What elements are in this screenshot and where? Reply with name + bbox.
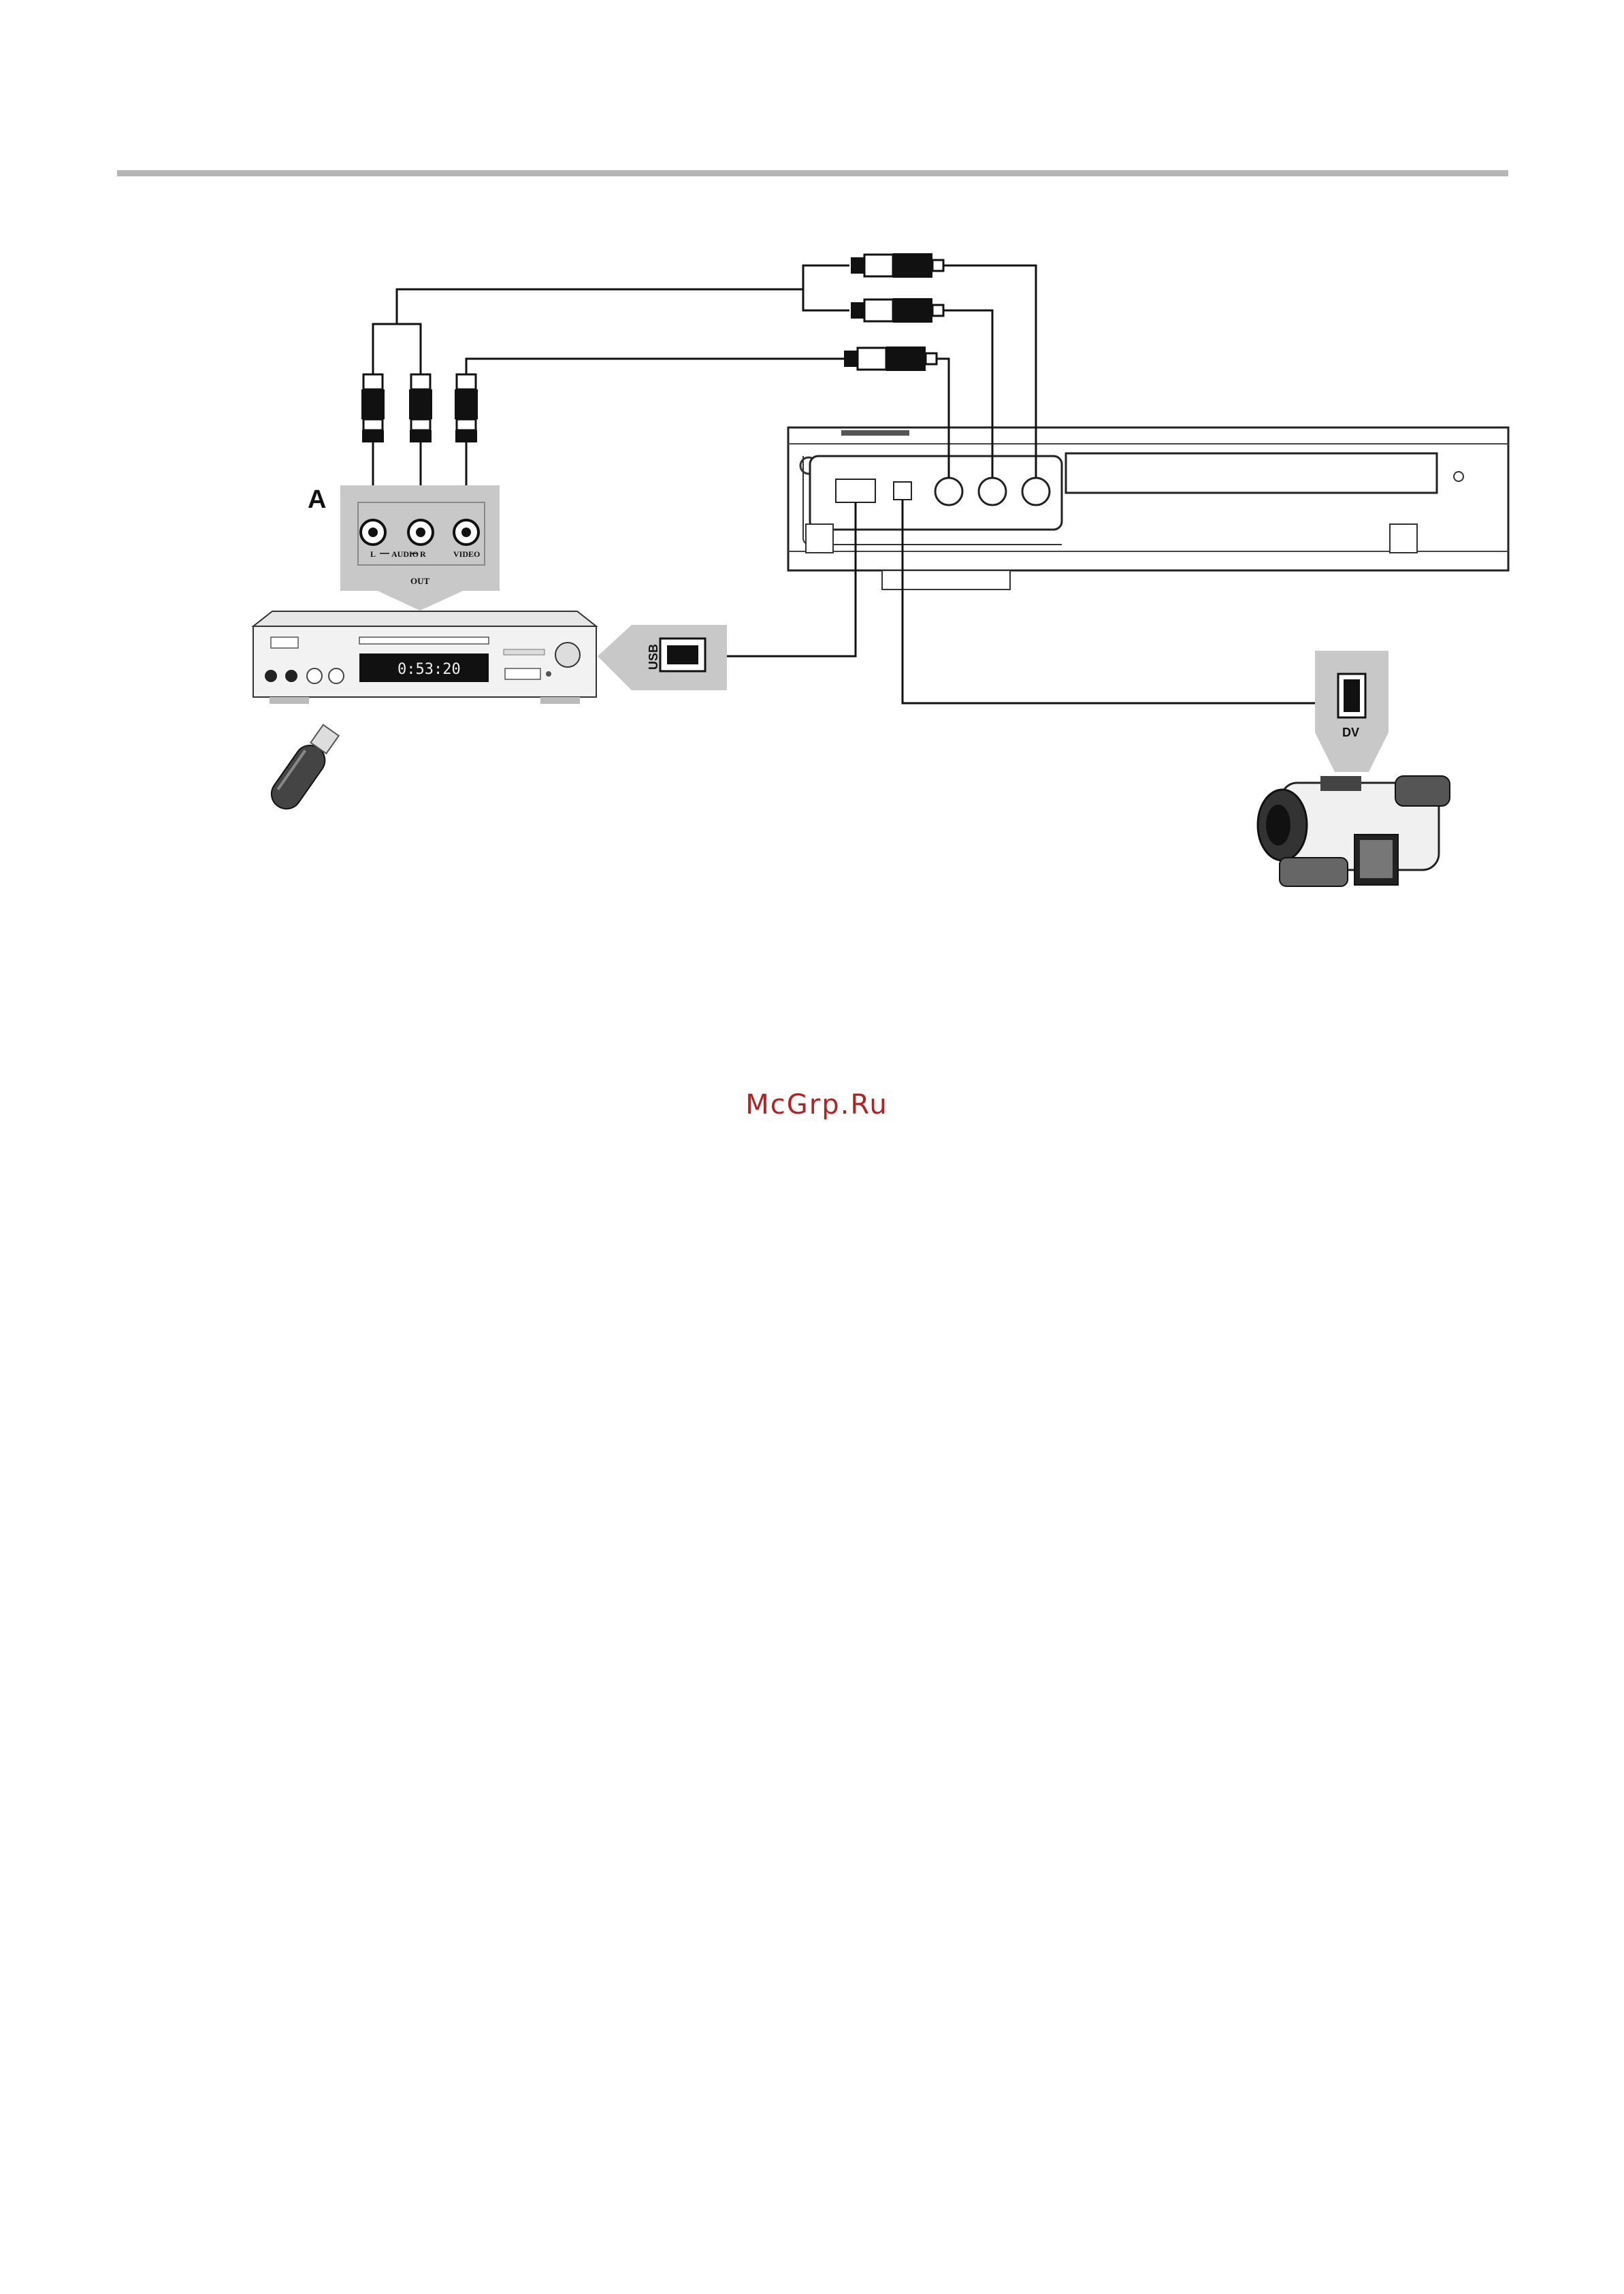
rca-plug-video xyxy=(455,374,478,442)
label-a: A xyxy=(308,485,326,514)
recorder-dv-port xyxy=(894,482,911,500)
dv-callout: DV xyxy=(1315,651,1388,772)
recorder-usb-port xyxy=(836,479,875,502)
jack-label-r: R xyxy=(420,549,426,559)
top-rule xyxy=(117,170,1508,176)
source-player: 0:53:20 xyxy=(253,611,596,704)
recorder-disc-tray xyxy=(1066,453,1437,493)
usb-flash-drive-icon xyxy=(265,722,343,815)
source-output-panel: L AUDIO R VIDEO OUT xyxy=(340,485,500,611)
jack-label-l: L xyxy=(370,549,376,559)
jack-label-video: VIDEO xyxy=(453,549,480,559)
player-volume-knob xyxy=(555,643,580,667)
watermark: McGrp.Ru xyxy=(681,1089,953,1120)
recorder-video-jack xyxy=(935,478,962,505)
recorder-audio-l-jack xyxy=(979,478,1006,505)
rca-plug-recorder-video xyxy=(844,346,937,371)
rca-plug-audio-l xyxy=(361,374,385,442)
player-display-time: 0:53:20 xyxy=(397,661,461,678)
rca-plug-audio-r xyxy=(409,374,432,442)
usb-callout: USB xyxy=(598,625,727,690)
rca-plug-recorder-audio-1 xyxy=(851,253,943,278)
dv-label: DV xyxy=(1342,726,1359,739)
jack-label-out: OUT xyxy=(410,576,430,586)
usb-label: USB xyxy=(647,644,660,670)
rca-plug-recorder-audio-2 xyxy=(851,298,943,323)
recorder-audio-r-jack xyxy=(1022,478,1050,505)
jack-label-audio: AUDIO xyxy=(391,549,419,559)
camcorder-icon xyxy=(1258,776,1450,886)
dvd-recorder xyxy=(788,427,1508,589)
